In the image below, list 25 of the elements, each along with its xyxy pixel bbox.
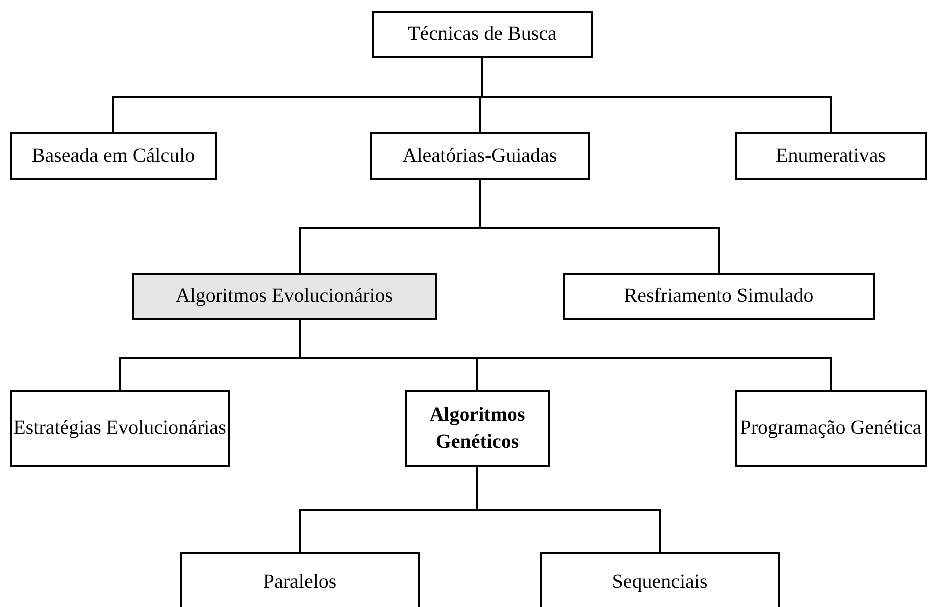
category-box — [735, 132, 927, 180]
node-label: Algoritmos Genéticos — [428, 402, 526, 454]
node-label: Resfriamento Simulado — [624, 284, 814, 309]
node-label: Aleatórias-Guiadas — [402, 144, 558, 168]
node-label: Algoritmos Evolucionários — [176, 284, 394, 309]
category-box — [10, 132, 217, 180]
node-label: Estratégias Evolucionárias — [14, 416, 226, 441]
connector-line — [482, 58, 832, 132]
node-label: Sequenciais — [612, 570, 708, 594]
category-box — [372, 11, 593, 58]
category-box — [132, 273, 437, 320]
category-box — [370, 132, 590, 180]
category-box — [405, 390, 550, 467]
node-label: Técnicas de Busca — [408, 22, 557, 47]
category-box — [540, 552, 780, 607]
connector-line — [479, 180, 720, 273]
category-box — [735, 390, 927, 467]
category-box — [563, 273, 875, 320]
category-box — [10, 390, 230, 467]
category-box — [180, 552, 420, 607]
connector-line — [476, 467, 661, 552]
node-label: Programação Genética — [740, 416, 922, 441]
node-label: Baseada em Cálculo — [32, 144, 196, 168]
node-label: Paralelos — [263, 570, 337, 594]
node-label: Enumerativas — [776, 144, 886, 168]
